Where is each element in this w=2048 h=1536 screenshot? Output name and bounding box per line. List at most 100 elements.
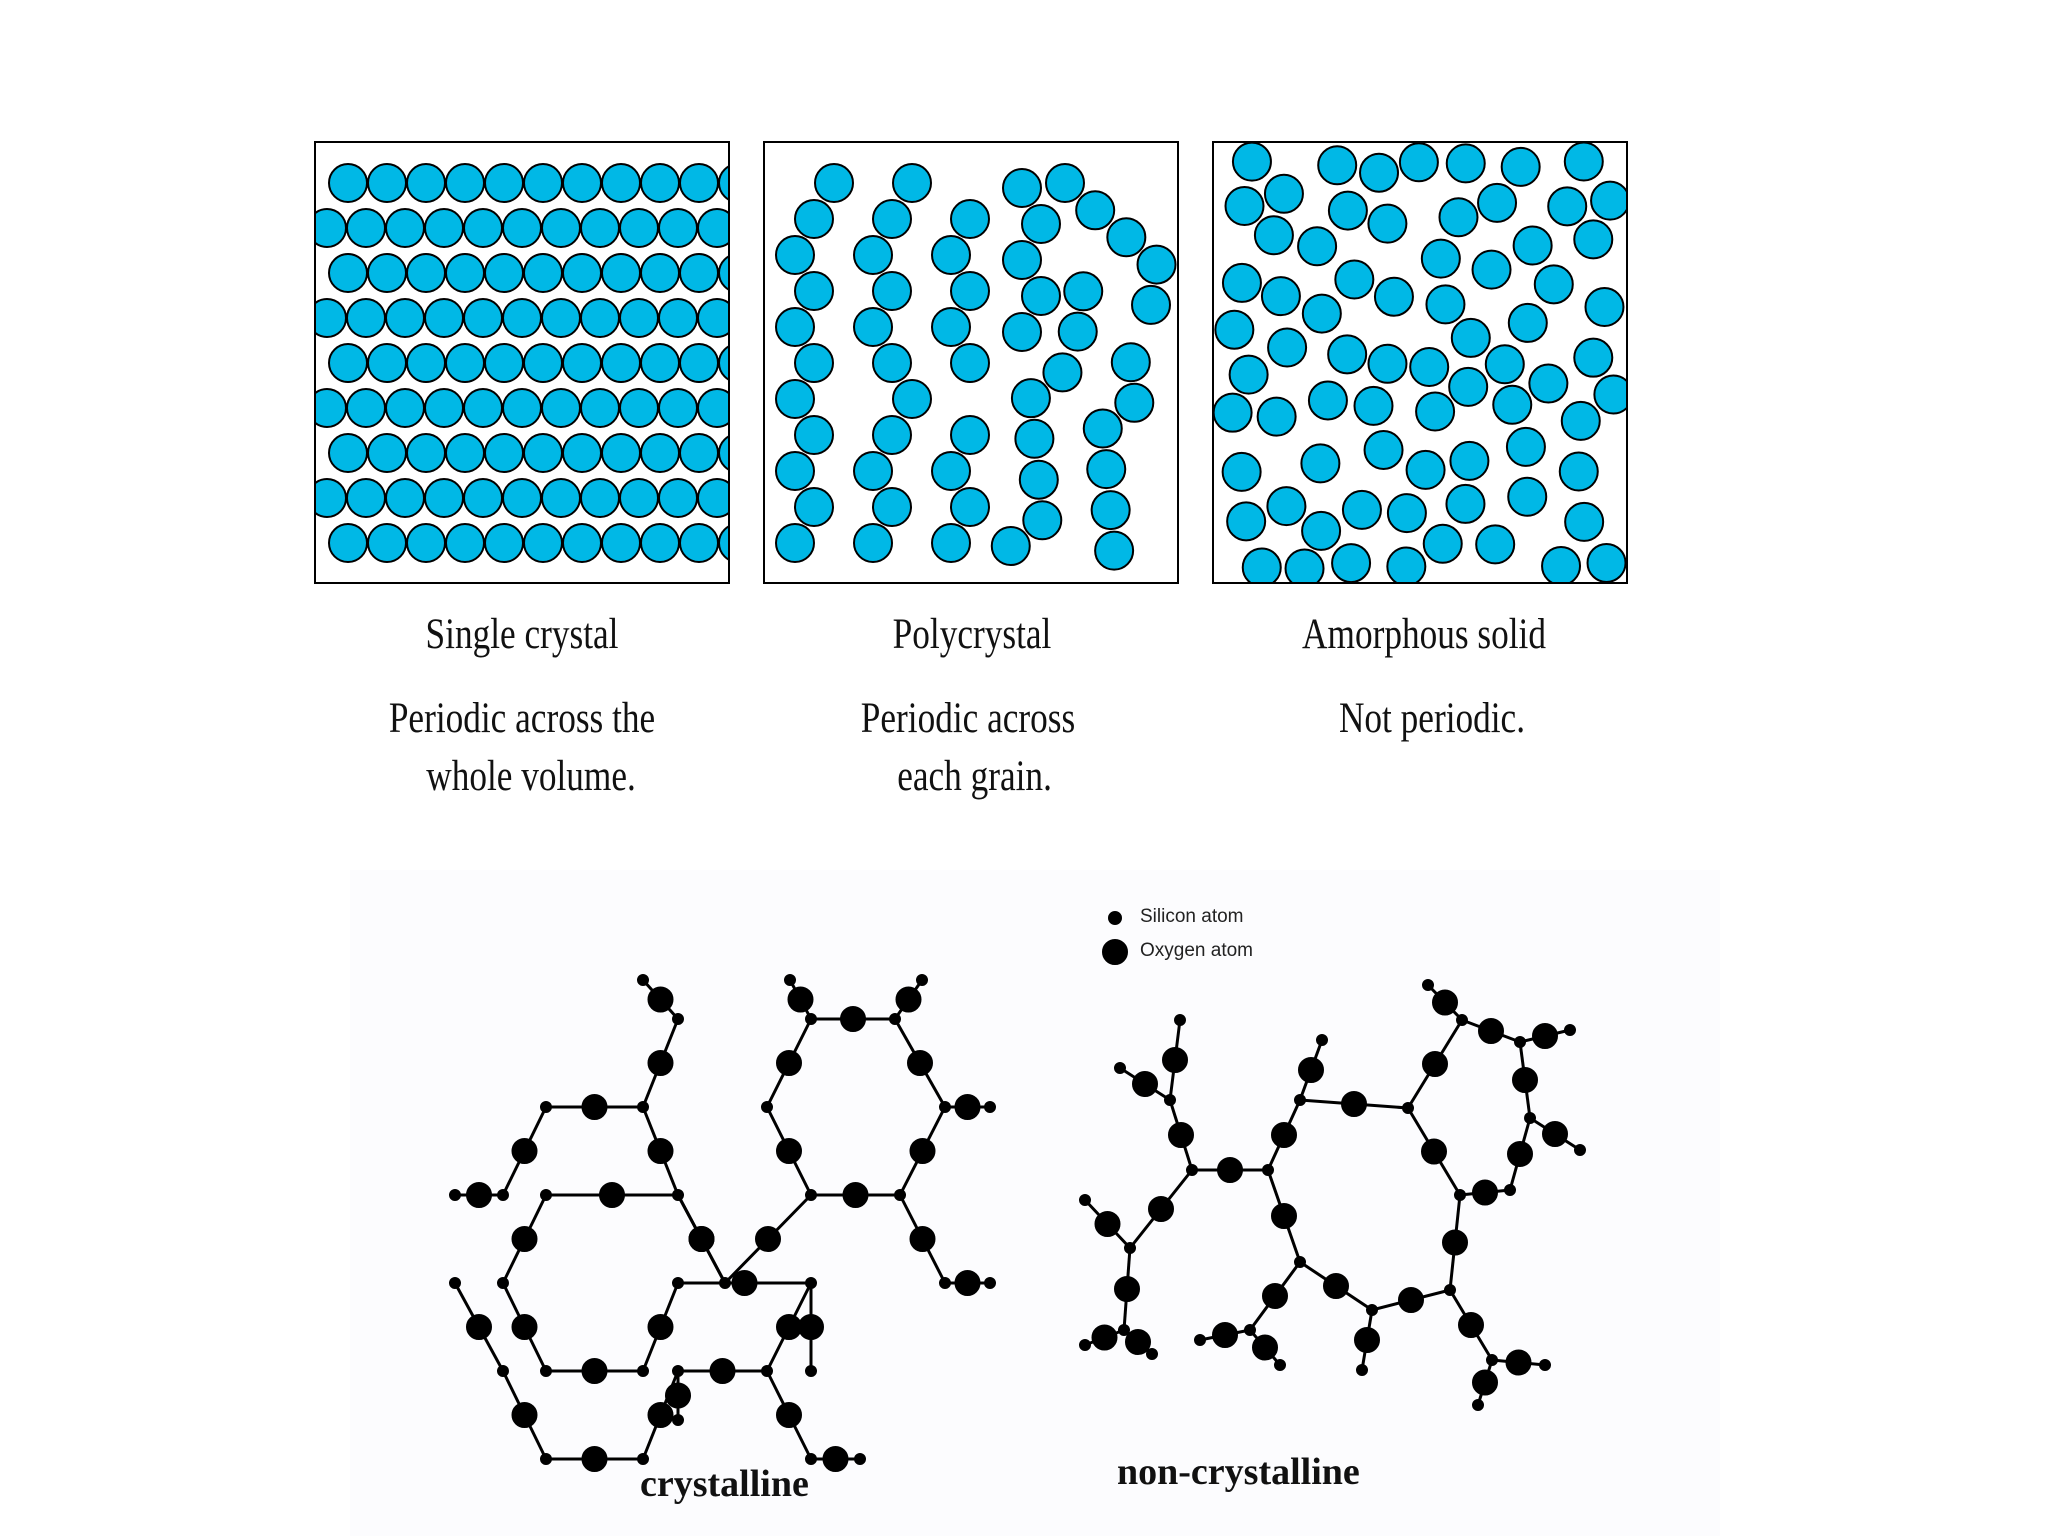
silicon-atom xyxy=(672,1013,684,1025)
atom xyxy=(523,343,563,383)
atom xyxy=(406,163,446,203)
atom xyxy=(445,523,485,563)
atom xyxy=(1082,408,1123,449)
oxygen-atom xyxy=(1091,1324,1118,1351)
atom xyxy=(580,298,620,338)
atom xyxy=(658,208,698,248)
atom xyxy=(1014,418,1055,459)
atom xyxy=(523,163,563,203)
atom xyxy=(1231,143,1272,182)
atom xyxy=(1547,186,1588,227)
atom xyxy=(1398,143,1439,183)
atom xyxy=(601,523,641,563)
atom xyxy=(1331,543,1372,582)
oxygen-atom xyxy=(1472,1179,1498,1206)
atom xyxy=(1409,347,1450,388)
atom xyxy=(1341,489,1382,530)
oxygen-atom xyxy=(842,1182,869,1208)
oxygen-atom xyxy=(954,1270,981,1296)
oxygen-atom xyxy=(822,1446,849,1472)
atom xyxy=(406,343,446,383)
silicon-atom xyxy=(805,1189,817,1201)
single-crystal-caption: Single crystal xyxy=(350,606,694,664)
atom xyxy=(1420,238,1461,279)
atom xyxy=(1297,226,1338,267)
atom xyxy=(619,298,659,338)
silicon-atom xyxy=(1504,1184,1516,1196)
atom xyxy=(484,523,524,563)
atom xyxy=(484,163,524,203)
oxygen-atom xyxy=(511,1138,538,1164)
atom xyxy=(601,163,641,203)
silicon-atom xyxy=(540,1101,552,1113)
silicon-atom xyxy=(1472,1399,1484,1411)
atom xyxy=(718,435,728,471)
silicon-atom xyxy=(894,1189,906,1201)
oxygen-atom xyxy=(647,1314,674,1340)
silicon-atom xyxy=(672,1365,684,1377)
amorphous-title: Amorphous solid xyxy=(1302,611,1546,658)
atom xyxy=(679,343,719,383)
atom xyxy=(463,298,503,338)
atom xyxy=(853,235,893,275)
atom xyxy=(892,163,932,203)
atom xyxy=(950,199,990,239)
atom xyxy=(679,433,719,473)
atom xyxy=(580,208,620,248)
atom xyxy=(1301,510,1342,551)
silicon-atom xyxy=(497,1365,509,1377)
single-crystal-desc-line1: Periodic across the xyxy=(388,695,656,742)
atom xyxy=(640,433,680,473)
atom xyxy=(424,298,464,338)
atom xyxy=(1386,493,1427,534)
atom xyxy=(931,307,971,347)
amorphous-desc-line1: Not periodic. xyxy=(1338,695,1526,742)
silicon-atom xyxy=(497,1277,509,1289)
atom xyxy=(872,199,912,239)
atom xyxy=(950,343,990,383)
silicon-atom xyxy=(1244,1324,1256,1336)
legend-oxygen-label: Oxygen atom xyxy=(1140,940,1253,961)
silicon-atom xyxy=(1194,1334,1206,1346)
silicon-atom xyxy=(497,1189,509,1201)
atom xyxy=(316,388,347,428)
atom xyxy=(892,379,932,419)
atom xyxy=(523,523,563,563)
oxygen-atom xyxy=(581,1094,608,1120)
atom xyxy=(1018,459,1059,500)
oxygen-atom xyxy=(776,1138,802,1164)
atom xyxy=(1573,337,1614,378)
atom xyxy=(1317,145,1358,186)
polycrystal-grains xyxy=(775,163,1177,571)
polycrystal-desc-line2: each grain. xyxy=(897,753,1052,800)
atom xyxy=(1584,286,1625,327)
atom xyxy=(1266,486,1307,527)
atom xyxy=(1563,143,1604,182)
silicon-atom xyxy=(1454,1189,1466,1201)
atom xyxy=(1593,374,1626,415)
atom xyxy=(1301,293,1342,334)
oxygen-atom xyxy=(1432,989,1458,1016)
silicon-atom xyxy=(1118,1324,1130,1336)
silicon-atom xyxy=(1564,1024,1576,1036)
atom xyxy=(502,298,542,338)
oxygen-atom xyxy=(776,1050,802,1076)
atom xyxy=(1475,524,1516,565)
silicon-atom xyxy=(637,974,649,986)
atom xyxy=(541,388,581,428)
atom xyxy=(853,523,893,563)
atom xyxy=(316,208,347,248)
oxygen-atom xyxy=(1271,1203,1297,1229)
silicon-atom xyxy=(1366,1304,1378,1316)
atom xyxy=(1307,380,1348,421)
atom xyxy=(1541,546,1582,582)
atom xyxy=(1484,344,1525,385)
atom xyxy=(950,487,990,527)
oxygen-atom xyxy=(1132,1071,1158,1097)
atom xyxy=(619,208,659,248)
atom xyxy=(950,415,990,455)
atom xyxy=(1063,271,1104,312)
oxygen-atom xyxy=(776,1402,802,1428)
atom xyxy=(658,478,698,518)
atom xyxy=(562,433,602,473)
